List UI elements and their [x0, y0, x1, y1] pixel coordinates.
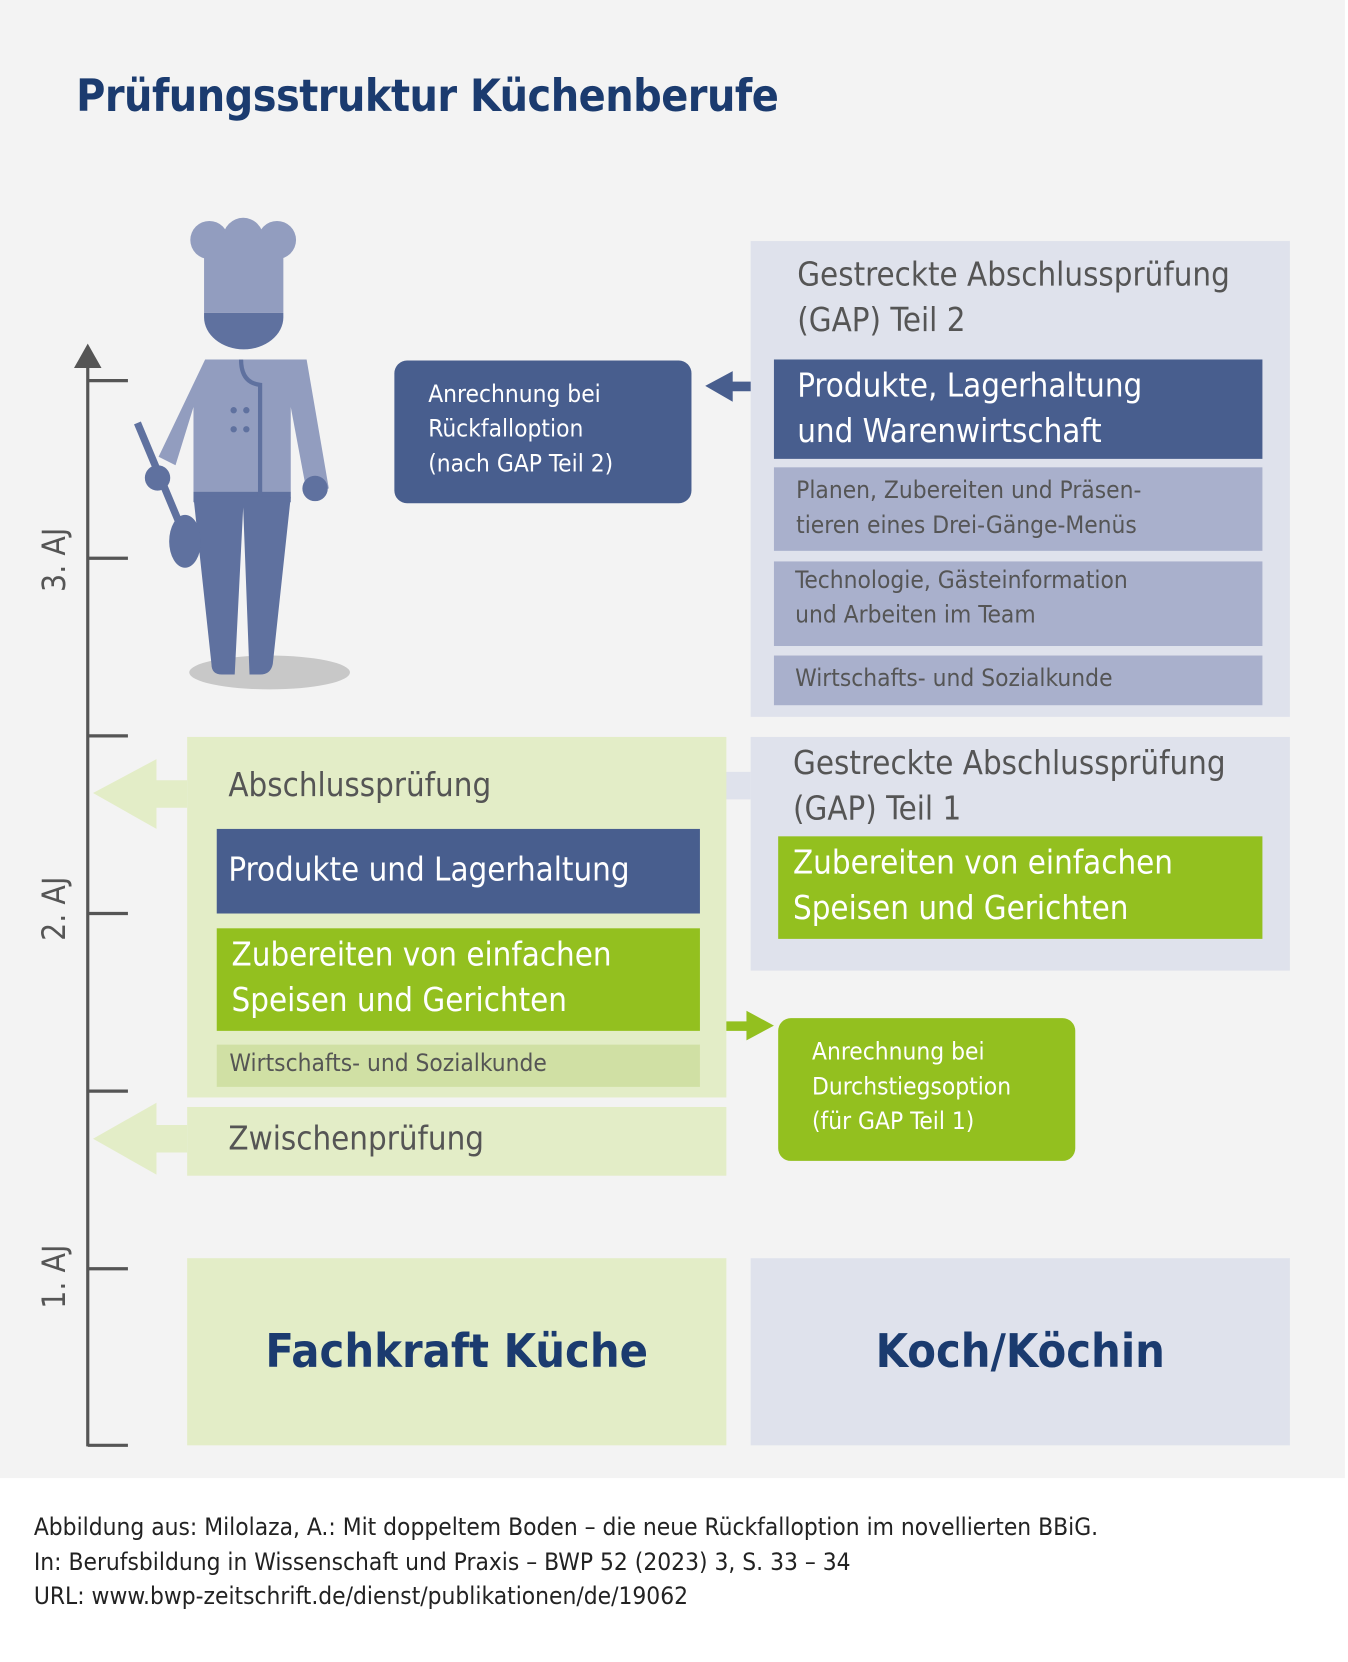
footer-citation-line1: Abbildung aus: Milolaza, A.: Mit doppelt…: [33, 1514, 1099, 1542]
rueckfall-line1: Anrechnung bei: [428, 380, 601, 409]
gap2-item2-line1: Technologie, Gästeinformation: [795, 566, 1128, 595]
gap1-title-line1: Gestreckte Abschlussprüfung: [792, 744, 1226, 783]
durchstieg-line2: Durchstiegsoption: [812, 1073, 1012, 1101]
gap2-item-wiso: Wirtschafts- und Sozialkunde: [773, 655, 1263, 706]
arrow-zwischen-icon: [93, 1102, 188, 1175]
durchstieg-line3: (für GAP Teil 1): [812, 1108, 975, 1136]
gap1-title-line2: (GAP) Teil 1: [792, 789, 962, 828]
rueckfall-line2: Rückfalloption: [428, 415, 584, 444]
gap2-item2-line2: und Arbeiten im Team: [795, 601, 1036, 630]
gap1-item-line1: Zubereiten von einfachen: [792, 843, 1173, 882]
zwischen-box: Zwischenprüfung: [187, 1106, 727, 1176]
gap2-item-technology: Technologie, Gästeinformation und Arbeit…: [773, 561, 1263, 647]
axis-arrow-icon: [74, 343, 102, 368]
abschluss-item-wiso: Wirtschafts- und Sozialkunde: [216, 1044, 700, 1087]
page-title: Prüfungsstruktur Küchenberufe: [76, 69, 779, 122]
arrow-rueckfall-icon: [705, 371, 774, 402]
rueckfall-line3: (nach GAP Teil 2): [428, 450, 614, 478]
gap1-item-line2: Speisen und Gerichten: [792, 889, 1129, 928]
gap2-item1-line1: Planen, Zubereiten und Präsen-: [796, 476, 1142, 505]
gap2-main-exam: Produkte, Lagerhaltung und Warenwirtscha…: [773, 359, 1263, 459]
footer-citation-line2: In: Berufsbildung in Wissenschaft und Pr…: [33, 1548, 851, 1577]
profession-fachkraft-kueche: Fachkraft Küche: [187, 1258, 727, 1446]
abschluss-item-cooking: Zubereiten von einfachen Speisen und Ger…: [216, 928, 700, 1031]
arrow-abschluss-icon: [93, 759, 188, 829]
abschluss-item2-line1: Zubereiten von einfachen: [231, 935, 612, 974]
gap2-title: Gestreckte Abschlussprüfung (GAP) Teil 2: [797, 253, 1230, 344]
gap2-item-menu: Planen, Zubereiten und Präsen- tieren ei…: [773, 467, 1263, 551]
gap2-item3: Wirtschafts- und Sozialkunde: [795, 665, 1113, 693]
abschluss-title: Abschlussprüfung: [228, 766, 492, 805]
abschluss-box: [187, 736, 727, 1098]
profession-koch: Koch/Köchin: [750, 1258, 1290, 1446]
gap1-item-cooking: Zubereiten von einfachen Speisen und Ger…: [778, 836, 1263, 939]
gap1-title: Gestreckte Abschlussprüfung (GAP) Teil 1: [793, 741, 1226, 832]
footer-url: URL: www.bwp-zeitschrift.de/dienst/publi…: [33, 1582, 689, 1611]
abschluss-item-products: Produkte und Lagerhaltung: [216, 828, 700, 914]
durchstieg-line1: Anrechnung bei: [812, 1038, 985, 1066]
durchstieg-credit-box: Anrechnung bei Durchstiegsoption (für GA…: [778, 1018, 1076, 1161]
gap2-title-line2: (GAP) Teil 2: [797, 301, 966, 340]
rueckfall-credit-box: Anrechnung bei Rückfalloption (nach GAP …: [394, 360, 692, 504]
arrow-durchstieg-icon: [699, 1010, 774, 1041]
gap2-main-line2: und Warenwirtschaft: [797, 412, 1102, 451]
abschluss-item2-line2: Speisen und Gerichten: [231, 981, 567, 1020]
gap2-main-line1: Produkte, Lagerhaltung: [797, 366, 1143, 405]
gap2-item1-line2: tieren eines Drei-Gänge-Menüs: [796, 511, 1137, 540]
gap2-title-line1: Gestreckte Abschlussprüfung: [797, 255, 1230, 294]
